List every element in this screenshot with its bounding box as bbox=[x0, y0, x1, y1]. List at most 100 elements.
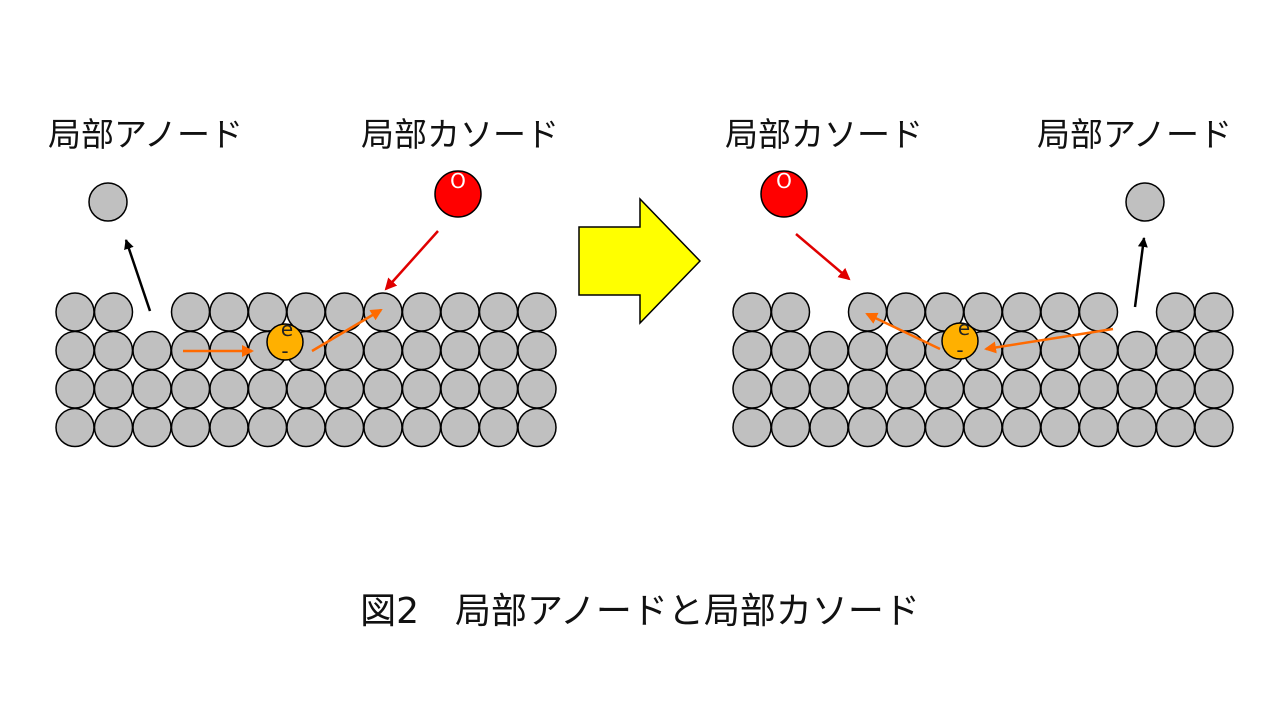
metal-atom bbox=[55, 292, 95, 332]
metal-atom bbox=[732, 369, 772, 409]
metal-atom bbox=[209, 369, 249, 409]
right-electron bbox=[941, 322, 979, 360]
metal-atom bbox=[286, 407, 326, 448]
metal-atom bbox=[1001, 369, 1042, 409]
metal-atom bbox=[440, 407, 480, 448]
right-oxygen-symbol: O bbox=[776, 169, 792, 193]
metal-atom bbox=[1194, 369, 1234, 409]
metal-atom bbox=[132, 407, 172, 448]
metal-atom bbox=[401, 292, 442, 332]
right-electron-charge: - bbox=[956, 338, 963, 362]
metal-atom bbox=[1078, 407, 1119, 448]
metal-atom bbox=[770, 369, 811, 409]
metal-atom bbox=[809, 330, 849, 371]
metal-atom bbox=[170, 407, 211, 448]
metal-atom bbox=[401, 330, 442, 371]
metal-atom bbox=[517, 292, 557, 332]
metal-atom bbox=[93, 292, 134, 332]
metal-atom bbox=[93, 369, 134, 409]
metal-atom bbox=[93, 330, 134, 371]
metal-atom bbox=[170, 292, 211, 332]
right-electron-inflow-arrow bbox=[984, 327, 1114, 354]
right-oxygen-arrow bbox=[795, 233, 851, 281]
metal-atom bbox=[847, 330, 888, 371]
metal-atom bbox=[809, 369, 849, 409]
left-electron-charge: - bbox=[281, 339, 288, 363]
metal-atom bbox=[1117, 330, 1157, 371]
metal-atom bbox=[732, 407, 772, 448]
metal-atom bbox=[324, 330, 365, 371]
right-anode-label: 局部アノード bbox=[1037, 115, 1232, 154]
metal-atom bbox=[1078, 369, 1119, 409]
metal-atom bbox=[1001, 407, 1042, 448]
metal-atom bbox=[847, 369, 888, 409]
right-electron-symbol: e bbox=[958, 316, 970, 340]
right-cathode-label: 局部カソード bbox=[725, 115, 923, 154]
left-electron bbox=[266, 323, 304, 361]
metal-atom bbox=[401, 369, 442, 409]
left-electron-outflow-arrow bbox=[311, 308, 383, 353]
metal-atom bbox=[478, 369, 519, 409]
metal-atom bbox=[55, 330, 95, 371]
metal-atom bbox=[847, 407, 888, 448]
left-metal-lattice bbox=[55, 292, 557, 448]
metal-atom bbox=[132, 369, 172, 409]
metal-atom bbox=[886, 407, 926, 448]
metal-atom bbox=[93, 407, 134, 448]
metal-atom bbox=[247, 369, 288, 409]
metal-atom bbox=[478, 330, 519, 371]
metal-atom bbox=[478, 292, 519, 332]
metal-atom bbox=[324, 292, 365, 332]
left-ion-arrow bbox=[124, 239, 152, 312]
metal-atom bbox=[440, 292, 480, 332]
metal-atom bbox=[363, 330, 403, 371]
metal-atom bbox=[809, 407, 849, 448]
left-anode-label: 局部アノード bbox=[48, 115, 243, 154]
metal-atom bbox=[286, 369, 326, 409]
metal-atom bbox=[1155, 407, 1196, 448]
metal-atom bbox=[1001, 292, 1042, 332]
metal-atom bbox=[132, 330, 172, 371]
metal-atom bbox=[770, 292, 811, 332]
metal-atom bbox=[478, 407, 519, 448]
metal-atom bbox=[770, 330, 811, 371]
metal-atom bbox=[1155, 292, 1196, 332]
metal-atom bbox=[517, 369, 557, 409]
metal-atom bbox=[209, 292, 249, 332]
right-panel: 局部カソード 局部アノード O e - bbox=[725, 115, 1234, 448]
metal-atom bbox=[1078, 292, 1119, 332]
metal-atom bbox=[770, 407, 811, 448]
left-panel: 局部アノード 局部カソード O e - bbox=[48, 115, 559, 448]
metal-atom bbox=[963, 407, 1003, 448]
metal-atom bbox=[886, 369, 926, 409]
left-oxygen-symbol: O bbox=[450, 169, 466, 193]
metal-atom bbox=[363, 369, 403, 409]
left-dissolving-metal-ion bbox=[88, 182, 128, 222]
metal-atom bbox=[1040, 407, 1080, 448]
metal-atom bbox=[886, 330, 926, 371]
right-ion-arrow bbox=[1133, 237, 1148, 308]
metal-atom bbox=[517, 330, 557, 371]
right-oxygen-molecule bbox=[760, 170, 808, 218]
figure-caption: 図2 局部アノードと局部カソード bbox=[360, 591, 920, 632]
right-dissolving-metal-ion bbox=[1125, 182, 1165, 222]
right-metal-lattice bbox=[732, 292, 1234, 448]
metal-atom bbox=[170, 369, 211, 409]
metal-atom bbox=[1001, 330, 1042, 371]
metal-atom bbox=[1078, 330, 1119, 371]
metal-atom bbox=[1117, 369, 1157, 409]
metal-atom bbox=[732, 330, 772, 371]
right-arrow-icon bbox=[578, 197, 702, 325]
metal-atom bbox=[1194, 330, 1234, 371]
metal-atom bbox=[963, 369, 1003, 409]
metal-atom bbox=[55, 369, 95, 409]
metal-atom bbox=[924, 369, 965, 409]
metal-atom bbox=[55, 407, 95, 448]
metal-atom bbox=[847, 292, 888, 332]
metal-atom bbox=[440, 369, 480, 409]
left-oxygen-molecule bbox=[434, 170, 482, 218]
metal-atom bbox=[247, 407, 288, 448]
metal-atom bbox=[363, 292, 403, 332]
metal-atom bbox=[732, 292, 772, 332]
